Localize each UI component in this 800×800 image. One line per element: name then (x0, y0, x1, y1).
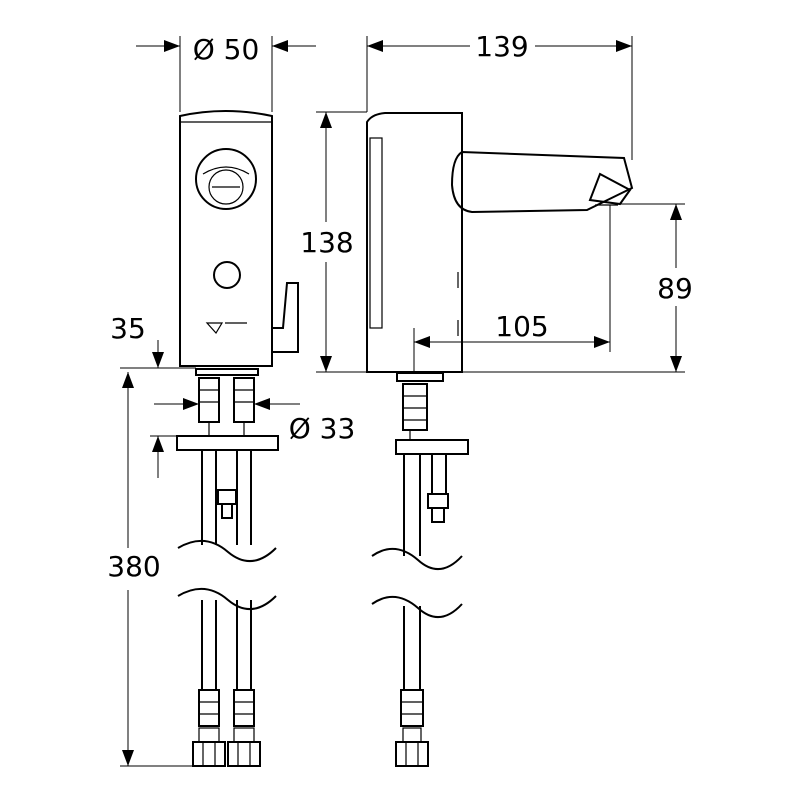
front-body (179, 110, 273, 367)
dim-thread-diameter: Ø 33 (289, 412, 356, 445)
break-line-lower (177, 588, 277, 610)
dim-spout-reach: 105 (495, 310, 548, 343)
dim-spout-height: 89 (657, 272, 693, 305)
side-mounting-plate (395, 439, 469, 455)
dimension-lines (120, 36, 685, 767)
front-connectors (195, 368, 259, 436)
side-hose (371, 454, 463, 767)
side-break-line-lower (371, 596, 463, 618)
side-connectors (396, 372, 444, 440)
spout (450, 150, 634, 214)
dim-front-diameter: Ø 50 (193, 33, 260, 66)
control-button (213, 261, 241, 289)
dim-overall-depth: 139 (475, 30, 528, 63)
side-lever (272, 282, 299, 353)
dim-height: 138 (300, 226, 353, 259)
logo-mark (205, 322, 247, 335)
front-mounting-plate (176, 435, 279, 451)
front-view (176, 110, 299, 767)
side-view (366, 112, 634, 767)
dim-hose-length: 380 (107, 550, 160, 583)
side-break-line-upper (371, 548, 463, 570)
dim-base-offset: 35 (110, 312, 146, 345)
front-hoses (177, 450, 277, 767)
sensor-window (195, 148, 257, 210)
side-body (366, 112, 463, 373)
break-line-upper (177, 540, 277, 562)
